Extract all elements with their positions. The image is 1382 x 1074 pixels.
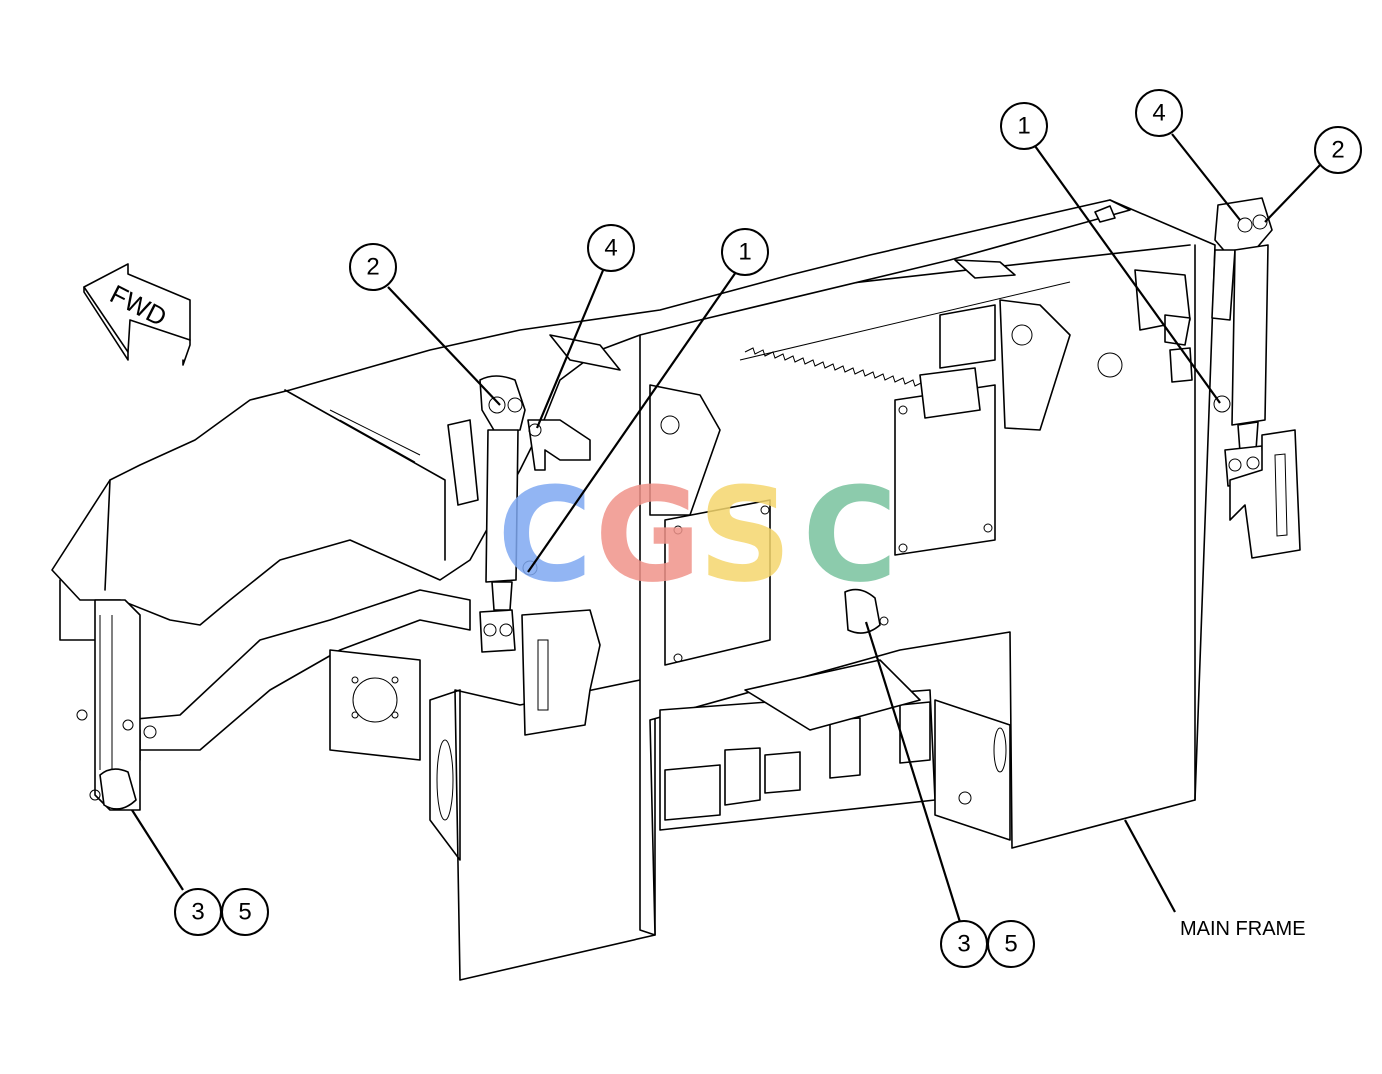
upper-housing <box>51 199 1131 641</box>
leader-c1-right <box>1034 145 1221 404</box>
leader-c4-left <box>535 267 606 429</box>
callout-3-mid: 3 <box>940 920 988 968</box>
lower-boxes <box>659 659 1011 841</box>
callout-4-right: 4 <box>1135 89 1183 137</box>
leader-c2-left <box>387 286 501 406</box>
callout-5-mid: 5 <box>987 920 1035 968</box>
center-plates <box>649 299 1123 666</box>
callout-3-left-text: 3 <box>191 899 204 926</box>
leader-c3-left <box>131 809 184 891</box>
leader-c1-left <box>527 271 737 573</box>
callout-4-left: 4 <box>587 224 635 272</box>
watermark-letter-g: G <box>595 459 702 611</box>
lower-arm <box>124 589 471 861</box>
callout-3-mid-text: 3 <box>957 931 970 958</box>
callout-5-left: 5 <box>221 888 269 936</box>
watermark-letter-c1: C <box>497 459 592 611</box>
right-gas-spring <box>1134 197 1301 559</box>
leader-main-frame <box>1124 819 1176 913</box>
left-gas-spring <box>447 375 601 736</box>
callout-1-left-text: 1 <box>738 239 751 266</box>
callout-5-mid-text: 5 <box>1004 931 1017 958</box>
leader-c2-right <box>1264 164 1321 223</box>
main-frame-label: MAIN FRAME <box>1180 918 1306 940</box>
callout-5-left-text: 5 <box>238 899 251 926</box>
leader-lines <box>131 133 1321 923</box>
left-vertical-rail <box>76 599 141 811</box>
watermark: C G S C <box>497 459 897 611</box>
leader-c4-right <box>1171 133 1241 221</box>
callout-1-right: 1 <box>1000 102 1048 150</box>
callout-1-right-text: 1 <box>1017 113 1030 140</box>
callout-2-right-text: 2 <box>1331 137 1344 164</box>
callout-4-right-text: 4 <box>1152 100 1165 127</box>
callout-2-left-text: 2 <box>366 254 379 281</box>
watermark-letter-c2: C <box>802 459 897 611</box>
callouts: 2 4 1 1 4 2 3 5 <box>174 89 1362 968</box>
callout-3-left: 3 <box>174 888 222 936</box>
fwd-arrow: FWD <box>83 263 191 366</box>
leader-c3-mid <box>864 621 962 923</box>
callout-1-left: 1 <box>721 228 769 276</box>
top-center-bracket <box>549 205 1116 371</box>
main-frame <box>454 199 1216 981</box>
callout-2-right: 2 <box>1314 126 1362 174</box>
callout-2-left: 2 <box>349 243 397 291</box>
watermark-letter-s: S <box>698 459 792 611</box>
callout-4-left-text: 4 <box>604 235 617 262</box>
